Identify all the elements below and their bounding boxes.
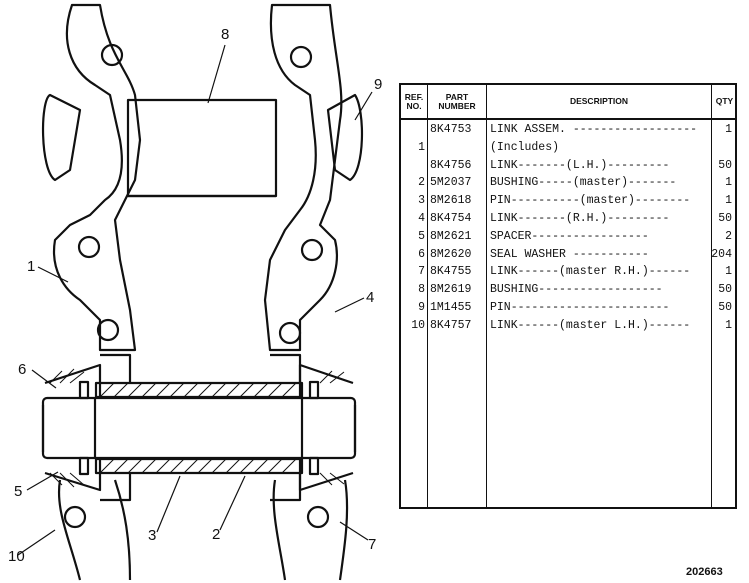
master-bushing-top	[94, 381, 304, 399]
qty-cell: 50	[718, 301, 732, 314]
ref-no-cell: 4	[418, 212, 425, 225]
ref-no-cell: 10	[411, 318, 425, 332]
qty-cell: 204	[711, 247, 732, 261]
callout-9: 9	[374, 76, 383, 93]
figure-number: 202663	[686, 566, 723, 578]
pin-hole	[63, 505, 87, 529]
ref-no-cell: 2	[418, 176, 425, 190]
description-cell: LINK------(master R.H.)------	[490, 265, 691, 279]
qty-cell: 50	[718, 212, 732, 225]
callout-4: 4	[366, 289, 375, 306]
part-number-cell: 8K4757	[430, 318, 472, 332]
callout-2: 2	[212, 526, 221, 543]
ref-no-cell: 6	[418, 247, 425, 261]
qty-cell: 1	[725, 123, 732, 136]
bushing-top	[126, 98, 278, 198]
part-number-cell: 8M2620	[430, 247, 472, 261]
description-cell: PIN----------(master)--------	[490, 194, 691, 208]
callout-6: 6	[18, 361, 27, 378]
callout-1: 1	[27, 258, 36, 275]
description-cell: LINK-------(L.H.)---------	[490, 158, 670, 172]
qty-cell: 50	[718, 158, 732, 172]
seal-washer	[78, 456, 90, 476]
description-cell: SPACER-----------------	[490, 229, 649, 243]
ref-no-cell: 8	[418, 283, 425, 297]
header-qty: QTY	[715, 96, 734, 106]
table-row: 8K4756 LINK-------(L.H.)--------- 50	[401, 159, 735, 176]
ref-no-cell: 9	[418, 301, 425, 314]
ref-no-cell: 3	[418, 194, 425, 208]
table-row: 9 1M1455 PIN----------------------- 50	[401, 301, 735, 318]
seal-washer	[308, 456, 320, 476]
left-link-upper	[52, 3, 142, 352]
table-row: 10 8K4757 LINK------(master L.H.)------ 1	[401, 319, 735, 336]
description-cell: PIN-----------------------	[490, 301, 670, 314]
table-row: 2 5M2037 BUSHING-----(master)------- 1	[401, 176, 735, 193]
left-link-lower	[58, 479, 132, 581]
callout-8: 8	[221, 26, 230, 43]
ref-no-cell: 1	[418, 140, 425, 154]
description-cell: BUSHING------------------	[490, 283, 663, 297]
seal-washer	[78, 380, 90, 400]
parts-list-table: REF. NO. PART NUMBER DESCRIPTION QTY 8K4…	[399, 83, 737, 509]
part-number-cell: 1M1455	[430, 301, 472, 314]
part-number-cell: 8M2618	[430, 194, 472, 208]
part-number-cell: 8M2621	[430, 229, 472, 243]
pin-hole	[100, 43, 124, 67]
ref-no-cell: 7	[418, 265, 425, 279]
pin-hole	[278, 321, 302, 345]
table-row: 4 8K4754 LINK-------(R.H.)--------- 50	[401, 212, 735, 229]
part-number-cell: 8K4756	[430, 158, 472, 172]
header-description: DESCRIPTION	[569, 96, 629, 106]
table-row: 6 8M2620 SEAL WASHER ----------- 204	[401, 248, 735, 265]
description-cell: LINK ASSEM. ------------------	[490, 123, 698, 136]
pin-hole	[300, 238, 324, 262]
master-bushing-bottom	[94, 457, 304, 475]
pin-hole	[306, 505, 330, 529]
table-row: 8 8M2619 BUSHING------------------ 50	[401, 283, 735, 300]
qty-cell: 50	[718, 283, 732, 297]
ref-no-cell: 5	[418, 229, 425, 243]
qty-cell: 1	[725, 265, 732, 279]
pin-hole	[77, 235, 101, 259]
qty-cell: 2	[725, 229, 732, 243]
description-cell: BUSHING-----(master)-------	[490, 176, 677, 190]
callout-5: 5	[14, 483, 23, 500]
description-cell: LINK------(master L.H.)------	[490, 318, 691, 332]
qty-cell: 1	[725, 176, 732, 190]
part-number-cell: 8K4753	[430, 123, 472, 136]
description-cell: SEAL WASHER -----------	[490, 247, 649, 261]
pin-hole	[289, 45, 313, 69]
master-pin	[41, 396, 357, 460]
callout-10: 10	[8, 548, 25, 565]
table-row: 7 8K4755 LINK------(master R.H.)------ 1	[401, 265, 735, 282]
table-row: 1 (Includes)	[401, 141, 735, 158]
table-row: 3 8M2618 PIN----------(master)-------- 1	[401, 194, 735, 211]
table-row: 8K4753 LINK ASSEM. ------------------ 1	[401, 123, 735, 140]
part-number-cell: 8K4754	[430, 212, 472, 225]
description-cell: (Includes)	[490, 140, 560, 154]
right-link-lower	[272, 479, 349, 581]
part-number-cell: 5M2037	[430, 176, 472, 190]
seal-washer	[308, 380, 320, 400]
table-row: 5 8M2621 SPACER----------------- 2	[401, 230, 735, 247]
header-ref-no: REF. NO.	[404, 91, 424, 111]
callout-3: 3	[148, 527, 157, 544]
pin-hole	[96, 318, 120, 342]
description-cell: LINK-------(R.H.)---------	[490, 212, 670, 225]
qty-cell: 1	[725, 318, 732, 332]
part-number-cell: 8K4755	[430, 265, 472, 279]
qty-cell: 1	[725, 194, 732, 208]
callout-7: 7	[368, 536, 377, 553]
part-number-cell: 8M2619	[430, 283, 472, 297]
parts-table-header: REF. NO. PART NUMBER DESCRIPTION QTY	[401, 85, 735, 120]
header-part-number: PART NUMBER	[438, 91, 476, 111]
